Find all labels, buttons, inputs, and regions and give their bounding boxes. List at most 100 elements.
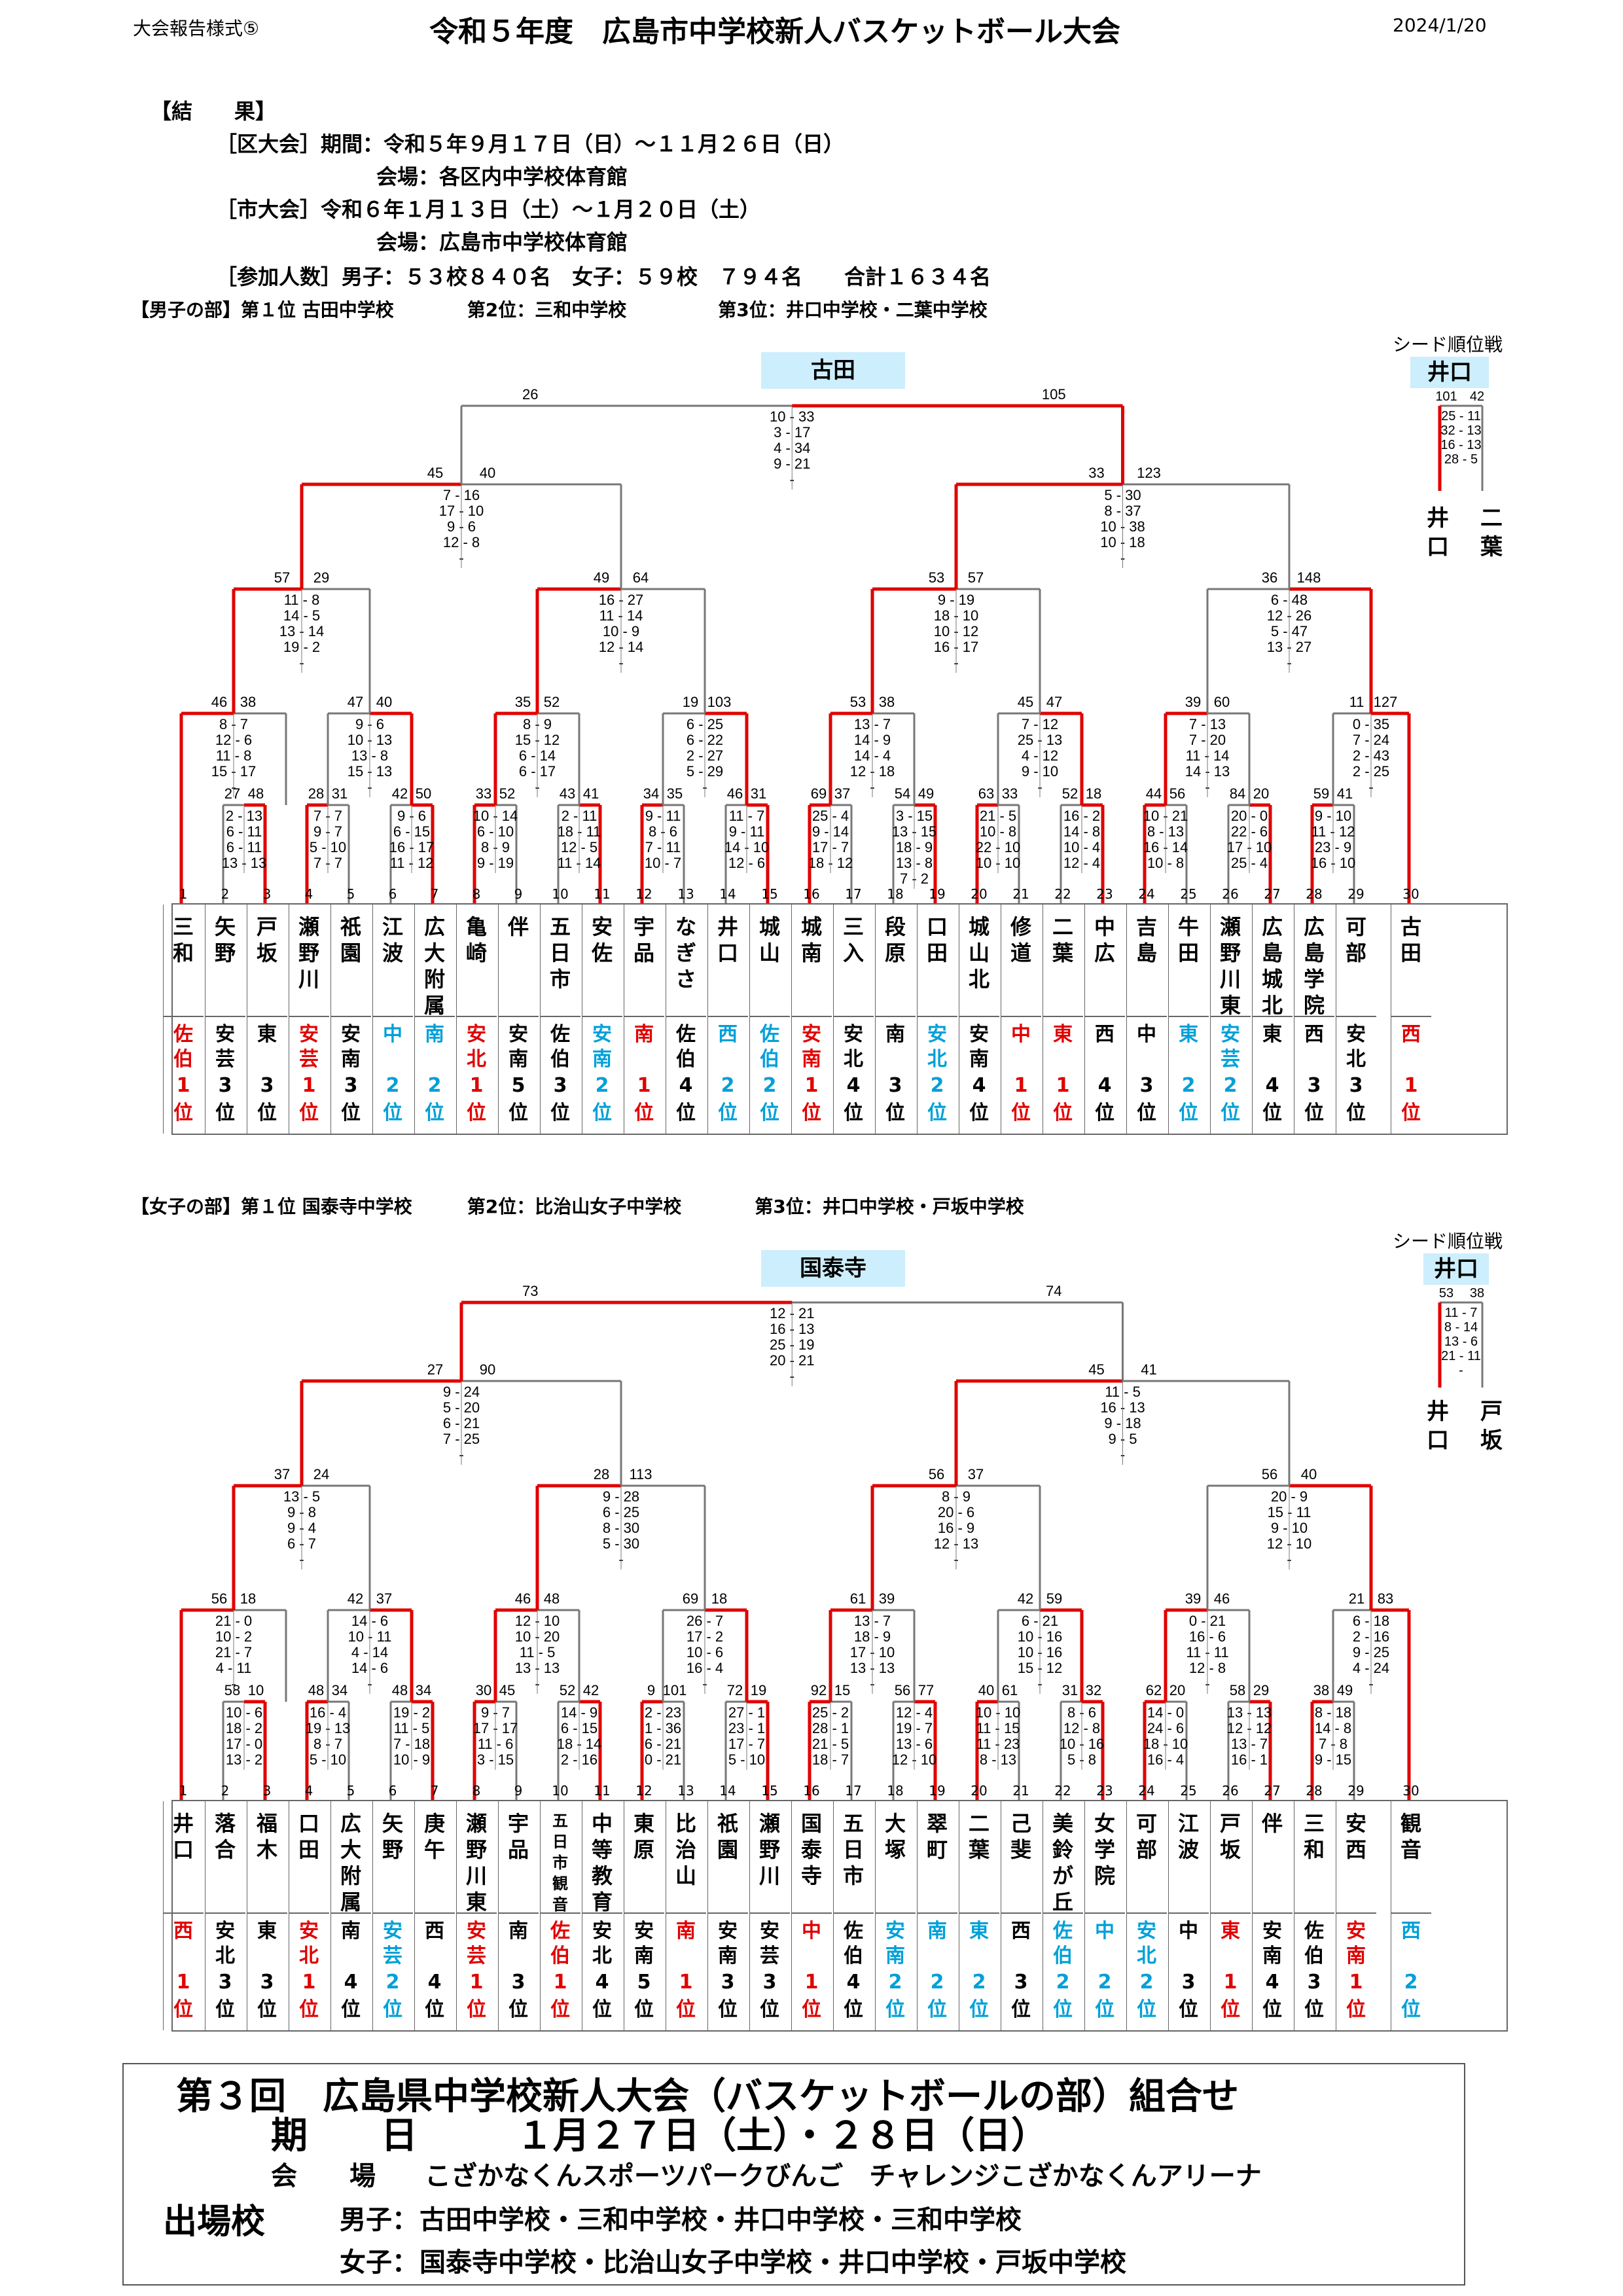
team-rank-unit: 位 [1179, 1998, 1198, 2021]
team-rank-unit: 位 [760, 1102, 779, 1124]
team-region: 東 [257, 1920, 277, 1943]
seed-period-score: 28 - 5 [1444, 452, 1478, 467]
qf-match-left-total: 56 [1262, 1466, 1277, 1482]
team-number: 25 [1180, 1783, 1197, 1799]
r32-match-left-total: 63 [978, 785, 994, 802]
team-rank-unit: 位 [1137, 1102, 1156, 1124]
row-divider [540, 1912, 580, 1914]
team-rank-unit: 位 [802, 1998, 821, 2021]
r32-match-left-total: 43 [560, 785, 575, 802]
team-region: 中 [383, 1023, 402, 1046]
row-divider [247, 1016, 287, 1017]
team-rank-unit: 位 [1137, 1998, 1156, 2021]
team-name: 三入 [842, 914, 864, 965]
r32-match-right-total: 101 [663, 1682, 687, 1698]
team-rank: 2 [1404, 1971, 1418, 1994]
team-rank: 1 [1056, 1074, 1070, 1097]
team-rank: 2 [1139, 1971, 1154, 1994]
row-divider [959, 1016, 999, 1017]
team-name: 矢野 [214, 914, 236, 965]
team-rank: 2 [721, 1074, 735, 1097]
boys-label: 男子： [340, 2205, 418, 2235]
team-rank-unit: 位 [467, 1102, 486, 1124]
team-rank: 3 [511, 1971, 526, 1994]
team-region: 南 [425, 1023, 444, 1046]
team-rank: 4 [1097, 1074, 1112, 1097]
r32-match-right-total: 52 [499, 785, 515, 802]
team-number: 6 [388, 1783, 397, 1799]
r16-match-right-total: 60 [1214, 694, 1230, 710]
team-rank: 4 [972, 1074, 986, 1097]
team-name: 中広 [1094, 914, 1115, 965]
seed-period-score: 16 - 13 [1440, 438, 1481, 452]
row-divider [1168, 1016, 1209, 1017]
team-name: 可部 [1135, 1811, 1157, 1862]
venue-label: 会 場 [271, 2161, 376, 2191]
team-region: 南 [885, 1023, 905, 1046]
team-region: 安北 [215, 1920, 235, 1967]
team-region: 東 [1053, 1023, 1073, 1046]
sf-match-left-total: 45 [427, 465, 443, 481]
team-region: 佐伯 [1053, 1920, 1073, 1967]
team-name: 落合 [214, 1811, 236, 1862]
team-name: 福木 [256, 1811, 277, 1862]
r32-match-left-total: 62 [1146, 1682, 1162, 1698]
r16-match-left-total: 19 [683, 694, 698, 710]
team-name: 中等教育 [591, 1811, 613, 1914]
team-rank: 4 [679, 1074, 693, 1097]
team-region: 安芸 [1221, 1023, 1240, 1071]
team-region: 東 [257, 1023, 277, 1046]
team-rank-unit: 位 [550, 1102, 570, 1124]
team-number: 18 [887, 1783, 904, 1799]
team-rank-unit: 位 [1179, 1102, 1198, 1124]
team-number: 8 [472, 1783, 481, 1799]
sf-match-left-total: 45 [1088, 1361, 1104, 1378]
team-name: 二葉 [968, 1811, 990, 1862]
dates-label: 期 日 [271, 2115, 418, 2157]
team-name: なぎさ [675, 914, 696, 992]
r16-match-left-total: 47 [348, 694, 363, 710]
team-number: 14 [719, 1783, 736, 1799]
sf-match-right-total: 40 [480, 465, 495, 481]
r16-match-left-total: 46 [211, 694, 227, 710]
team-rank: 3 [762, 1971, 777, 1994]
seed-period-score: 13 - 6 [1444, 1335, 1478, 1349]
team-region: 中 [1179, 1920, 1198, 1943]
team-rank: 1 [679, 1971, 693, 1994]
team-region: 南 [634, 1023, 654, 1046]
team-rank-unit: 位 [1346, 1102, 1366, 1124]
team-number: 15 [761, 886, 778, 902]
team-rank: 1 [176, 1971, 190, 1994]
team-name: 大塚 [884, 1811, 906, 1862]
team-rank-unit: 位 [550, 1998, 570, 2021]
team-rank: 1 [1014, 1074, 1028, 1097]
r16-match-left-total: 53 [850, 694, 866, 710]
team-rank-unit: 位 [802, 1102, 821, 1124]
team-region: 安北 [844, 1023, 863, 1071]
qf-match-left-total: 57 [274, 569, 290, 586]
sf-match-right-total: 90 [480, 1361, 495, 1378]
team-rank-unit: 位 [676, 1998, 696, 2021]
team-name: 祇園 [340, 914, 361, 965]
qf-match-right-total: 29 [313, 569, 329, 586]
team-region: 中 [1095, 1920, 1115, 1943]
team-name: 古田 [1400, 914, 1421, 965]
team-rank-unit: 位 [299, 1102, 319, 1124]
team-region: 西 [1304, 1023, 1324, 1046]
team-name: 井口 [717, 914, 738, 965]
r32-match-right-total: 37 [834, 785, 850, 802]
team-number: 19 [929, 886, 946, 902]
r32-match-right-total: 31 [332, 785, 348, 802]
team-rank: 2 [888, 1971, 902, 1994]
seed-left-total: 53 [1439, 1286, 1454, 1300]
row-divider [456, 1912, 497, 1914]
